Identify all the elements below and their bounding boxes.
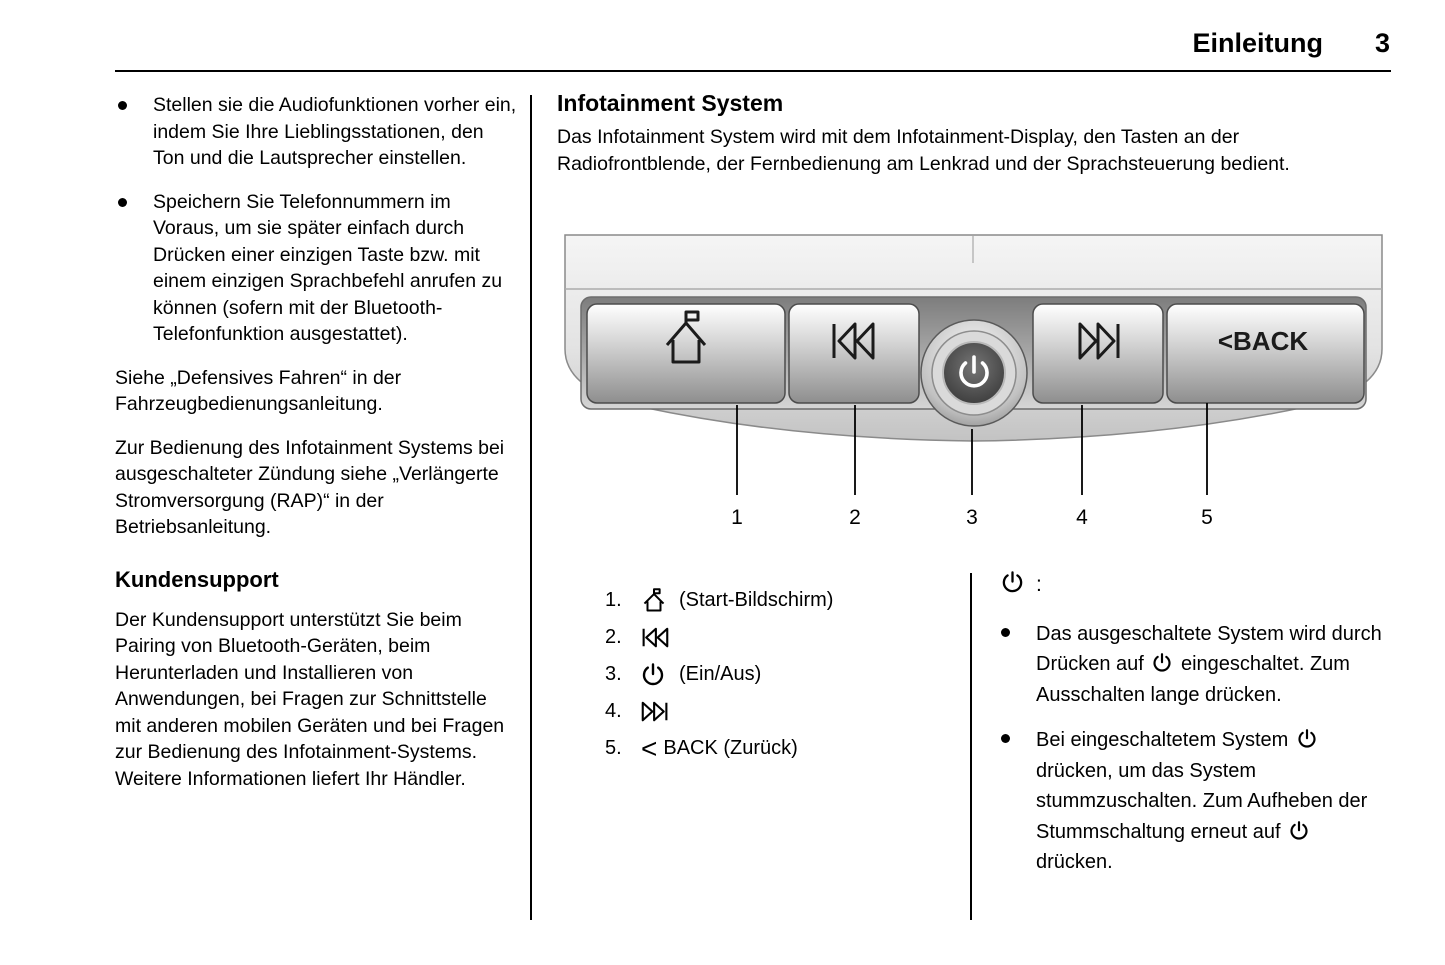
- bullet-text-segment: drücken.: [1036, 851, 1113, 873]
- bullet-marker: [118, 197, 127, 207]
- paragraph: Der Kundensupport unterstützt Sie beim P…: [115, 608, 505, 790]
- back-button-label: <BACK: [1218, 326, 1309, 356]
- bullet-text: Das ausgeschaltete System wird durch Drü…: [1036, 619, 1392, 711]
- legend-number: 2.: [605, 626, 622, 648]
- infotainment-panel-illustration: <BACK 1 2 3 4 5: [564, 234, 1383, 529]
- list-item: Speichern Sie Telefonnummern im Voraus, …: [115, 189, 517, 348]
- bullet-text: Speichern Sie Telefonnummern im Voraus, …: [153, 190, 503, 346]
- column-divider: [530, 95, 532, 920]
- bullet-text-segment: drücken, um das System stummzuschalten. …: [1036, 759, 1368, 843]
- legend-label: (Start-Bildschirm): [679, 589, 834, 611]
- power-icon: [1294, 725, 1320, 756]
- paragraph: Siehe „Defensives Fahren“ in der Fahrzeu…: [115, 366, 402, 416]
- section-heading: Infotainment System: [557, 90, 784, 116]
- power-icon: [1286, 817, 1312, 848]
- power-header-suffix: :: [1036, 573, 1042, 596]
- skip-back-icon: [832, 322, 875, 360]
- callout-number: 4: [1076, 506, 1088, 529]
- callout-number: 5: [1201, 506, 1213, 529]
- legend-item: 3. (Ein/Aus): [605, 656, 950, 693]
- bullet-text-segment: Bei eingeschaltetem System: [1036, 729, 1289, 751]
- figure-legend: 1. (Start-Bildschirm) 2.: [605, 582, 950, 767]
- power-icon: [998, 570, 1027, 601]
- legend-label: (Ein/Aus): [679, 663, 762, 685]
- page-number: 3: [1374, 28, 1390, 58]
- intro-paragraph: Das Infotainment System wird mit dem Inf…: [557, 126, 1290, 175]
- back-chevron-icon: <: [641, 732, 658, 764]
- skip-forward-icon: [641, 700, 679, 723]
- legend-label: BACK (Zurück): [663, 737, 798, 759]
- infotainment-panel-figure: <BACK 1 2 3 4 5: [557, 233, 1390, 533]
- skip-forward-icon: [1078, 322, 1120, 360]
- legend-item: 4.: [605, 693, 950, 730]
- page-header: Einleitung 3: [115, 28, 1390, 59]
- legend-number: 5.: [605, 737, 622, 759]
- section-heading: Kundensupport: [115, 566, 279, 592]
- power-notes-header: :: [998, 570, 1392, 601]
- bullet-text: Bei eingeschaltetem System drücken, um d…: [1036, 725, 1392, 878]
- legend-item: 1. (Start-Bildschirm): [605, 582, 950, 619]
- skip-back-icon: [641, 626, 679, 649]
- bullet-text-segment: Das ausgeschaltete System wird durch Drü…: [1036, 622, 1382, 676]
- bullet-text-segment: eingeschaltet. Zum Ausschalten lange drü…: [1036, 653, 1350, 706]
- right-column-header: Infotainment System Das Infotainment Sys…: [557, 90, 1390, 178]
- list-item: Das ausgeschaltete System wird durch Drü…: [998, 619, 1392, 711]
- legend-divider: [970, 573, 972, 920]
- bullet-text: Stellen sie die Audiofunktionen vorher e…: [153, 94, 517, 169]
- power-notes: : Das ausgeschaltete System wird durch D…: [998, 570, 1392, 893]
- legend-item: 5. < BACK (Zurück): [605, 730, 950, 767]
- callout-number: 3: [966, 506, 978, 529]
- back-button: [1166, 303, 1365, 404]
- callout-number: 2: [849, 506, 861, 529]
- legend-number: 1.: [605, 589, 622, 611]
- home-button: [586, 303, 786, 404]
- callout-lines: [736, 403, 1208, 495]
- left-column: Stellen sie die Audiofunktionen vorher e…: [115, 92, 517, 809]
- legend-number: 3.: [605, 663, 622, 685]
- bullet-marker: [1001, 734, 1010, 743]
- header-rule: [115, 70, 1391, 72]
- power-icon: [1149, 649, 1175, 680]
- chapter-title: Einleitung: [1192, 28, 1323, 58]
- power-icon: [641, 662, 679, 687]
- paragraph: Zur Bedienung des Infotainment Systems b…: [115, 436, 505, 539]
- power-icon: [959, 355, 989, 388]
- legend-number-wrap: 3.: [605, 663, 641, 686]
- home-icon: [665, 310, 707, 364]
- home-icon: [641, 587, 679, 614]
- bullet-marker: [118, 101, 127, 110]
- callout-number: 1: [731, 506, 743, 529]
- bullet-marker: [1001, 627, 1010, 637]
- legend-item: 2.: [605, 619, 950, 656]
- list-item: Stellen sie die Audiofunktionen vorher e…: [115, 92, 517, 172]
- list-item: Bei eingeschaltetem System drücken, um d…: [998, 725, 1392, 878]
- legend-number: 4.: [605, 700, 622, 722]
